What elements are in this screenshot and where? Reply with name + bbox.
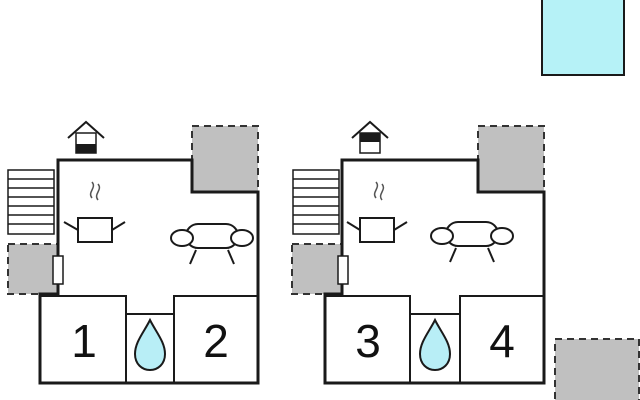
bedroom-number: 2 — [203, 315, 229, 367]
bedroom-number: 4 — [489, 315, 515, 367]
bedroom-wall — [459, 295, 544, 383]
kitchen-pot-icon — [63, 181, 126, 243]
bathroom-drop-icon — [418, 317, 452, 372]
unit-a: 1 2 — [7, 120, 260, 385]
bedroom-wall — [40, 295, 127, 383]
house-entrance-icon — [351, 120, 389, 154]
bedroom-wall — [325, 295, 411, 383]
unit-b-outer-wall — [323, 158, 546, 385]
bedroom-wall — [173, 295, 258, 383]
unit-b: 3 4 — [291, 120, 546, 385]
terrace-unit-b-top — [477, 125, 545, 193]
terrace-unit-b-left — [291, 243, 343, 295]
entrance-door — [52, 255, 64, 285]
stairs-icon — [292, 169, 340, 235]
bedroom-number: 3 — [355, 315, 381, 367]
kitchen-pot-icon — [346, 181, 408, 243]
sofa-icon — [430, 221, 514, 263]
terrace-bottom-right — [554, 338, 640, 400]
terrace-unit-a-left — [7, 243, 59, 295]
stairs-icon — [7, 169, 55, 235]
sofa-icon — [170, 223, 254, 265]
house-entrance-icon — [67, 120, 105, 154]
bedroom-number: 1 — [71, 315, 97, 367]
entrance-door — [337, 255, 349, 285]
bathroom-drop-icon — [133, 317, 167, 372]
terrace-unit-a-top — [191, 125, 259, 193]
unit-a-outer-wall — [38, 158, 260, 385]
pool-area — [541, 0, 625, 76]
